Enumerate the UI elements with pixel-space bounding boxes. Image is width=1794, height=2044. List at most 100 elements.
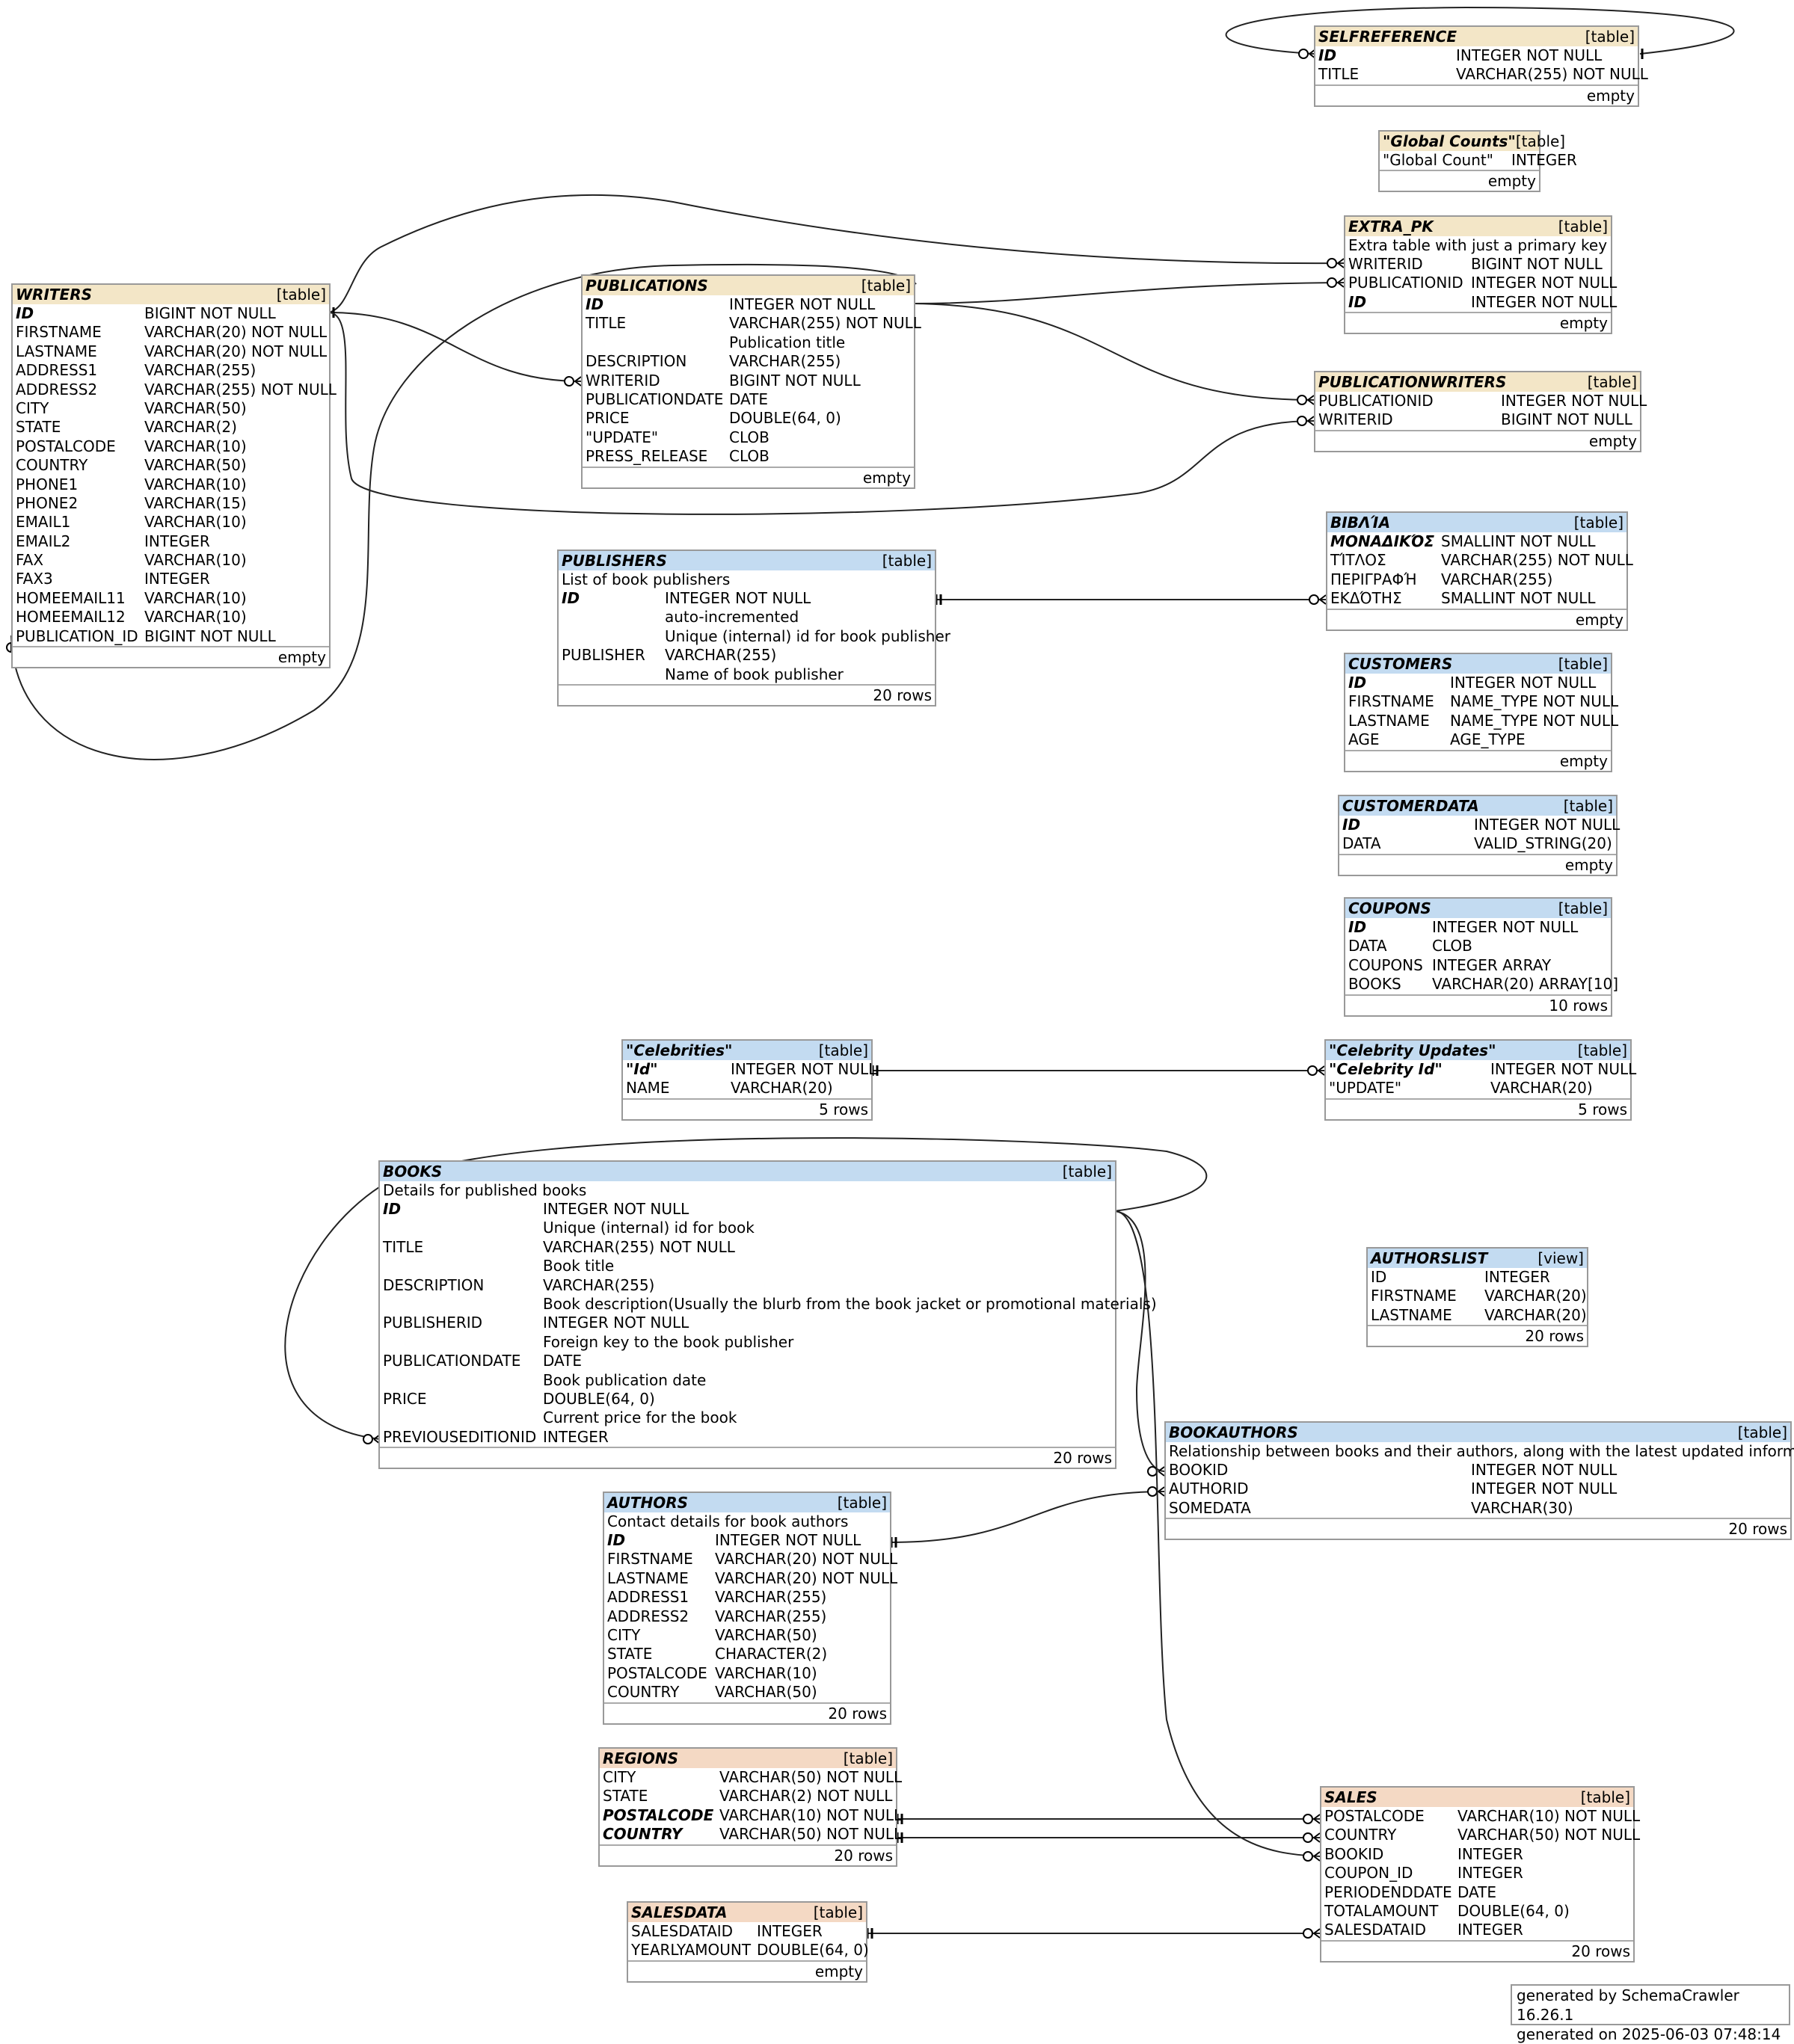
cardinality-zero-mark <box>363 1434 373 1444</box>
table-footer: empty <box>13 646 329 667</box>
table-header: AUTHORSLIST[view] <box>1368 1249 1587 1268</box>
column-row: "Global Count"INTEGER <box>1380 151 1577 170</box>
column-name: DESCRIPTION <box>586 352 687 371</box>
column-type: INTEGER NOT NULL <box>1471 274 1618 292</box>
column-row: Publication title <box>583 333 914 352</box>
column-name <box>562 627 665 646</box>
column-type: VARCHAR(50) NOT NULL <box>719 1825 903 1844</box>
table-kind: [table] <box>813 1903 863 1921</box>
column-row: auto-incremented <box>559 608 935 627</box>
column-type: INTEGER <box>1457 1921 1523 1939</box>
column-row: CITY VARCHAR(50) <box>604 1626 890 1645</box>
table-header: SALES[table] <box>1321 1788 1633 1807</box>
column-name: "UPDATE" <box>1329 1079 1402 1098</box>
table-celebupdates[interactable]: "Celebrity Updates"[table]"Celebrity Id"… <box>1324 1039 1636 1121</box>
cardinality-zero-mark <box>1303 1832 1313 1843</box>
table-kind: [table] <box>1558 218 1608 236</box>
table-globalcounts[interactable]: "Global Counts"[table]"Global Count"INTE… <box>1378 130 1577 193</box>
column-name: COUNTRY <box>1324 1826 1397 1844</box>
cardinality-zero-mark <box>1303 1814 1313 1824</box>
cardinality-zero-mark <box>1298 49 1309 59</box>
column-name: CITY <box>607 1625 641 1644</box>
table-extrapk[interactable]: EXTRA_PK[table]Extra table with just a p… <box>1344 215 1617 335</box>
column-type: VARCHAR(10) <box>144 551 247 570</box>
column-type: VARCHAR(50) NOT NULL <box>1457 1826 1641 1844</box>
column-type: Name of book publisher <box>665 665 844 683</box>
column-type: VALID_STRING(20) <box>1474 834 1612 853</box>
column-type: VARCHAR(50) <box>144 398 247 417</box>
table-celebrities[interactable]: "Celebrities"[table]"Id"INTEGER NOT NULL… <box>621 1039 876 1121</box>
column-type: VARCHAR(20) <box>731 1079 833 1098</box>
table-name: CUSTOMERS <box>1348 655 1453 673</box>
column-type: VARCHAR(10) <box>144 437 247 455</box>
relationship-line <box>10 263 917 760</box>
column-name: AUTHORID <box>1169 1480 1249 1498</box>
cardinality-many-mark <box>1313 1928 1321 1939</box>
table-name: "Global Counts" <box>1383 132 1516 150</box>
table-header: SELFREFERENCE[table] <box>1315 27 1638 46</box>
cardinality-many-mark <box>1337 277 1345 288</box>
column-type: VARCHAR(50) <box>144 456 247 475</box>
relationship-line <box>328 312 582 382</box>
column-type: VARCHAR(255) <box>715 1607 827 1625</box>
column-type: VARCHAR(50) NOT NULL <box>719 1768 903 1786</box>
column-name: FIRSTNAME <box>1348 692 1434 711</box>
column-type: VARCHAR(50) <box>715 1625 817 1644</box>
column-type: INTEGER NOT NULL <box>543 1314 689 1332</box>
column-name: ID <box>1348 674 1367 692</box>
relationship-line <box>913 303 1315 401</box>
column-name: PUBLICATION_ID <box>16 627 138 645</box>
column-name <box>383 1333 543 1352</box>
column-type: DOUBLE(64, 0) <box>729 409 841 428</box>
table-authors[interactable]: AUTHORS[table]Contact details for book a… <box>603 1492 897 1725</box>
column-type: BIGINT NOT NULL <box>729 371 861 390</box>
column-type: INTEGER NOT NULL <box>543 1200 689 1218</box>
table-publishers[interactable]: PUBLISHERS[table]List of book publishers… <box>557 550 950 707</box>
table-header: ΒΙΒΛΊΑ[table] <box>1327 513 1626 532</box>
column-name: ID <box>1371 1268 1387 1286</box>
column-name: ID <box>383 1200 402 1218</box>
table-footer: 20 rows <box>1368 1325 1587 1346</box>
table-kind: [view] <box>1538 1249 1584 1267</box>
table-header: COUPONS [table] <box>1345 899 1611 918</box>
cardinality-many-mark <box>1158 1486 1165 1497</box>
column-name: ID <box>586 295 604 313</box>
column-row: "Id"INTEGER NOT NULL <box>623 1060 876 1079</box>
table-kind: [table] <box>1558 899 1608 917</box>
table-name: COUPONS <box>1348 899 1431 917</box>
table-header: CUSTOMERDATA[table] <box>1339 796 1616 816</box>
column-row: COUNTRY VARCHAR(50) NOT NULL <box>1321 1826 1640 1844</box>
table-header: BOOKS[table] <box>380 1162 1115 1181</box>
column-type: VARCHAR(255) <box>665 646 777 665</box>
table-bookauthors[interactable]: BOOKAUTHORS[table]Relationship between b… <box>1164 1421 1794 1541</box>
cardinality-zero-mark <box>1303 1928 1313 1939</box>
table-name: REGIONS <box>603 1749 679 1767</box>
table-kind: [table] <box>1515 132 1566 150</box>
